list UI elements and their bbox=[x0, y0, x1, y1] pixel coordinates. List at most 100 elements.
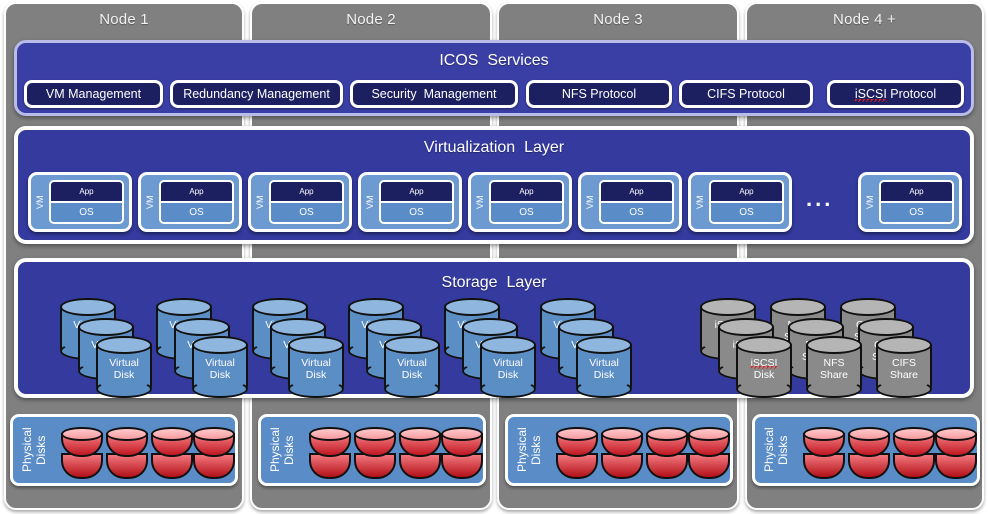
physical-disks-group-2: Physical Disks bbox=[258, 414, 486, 486]
virtualization-layer-title: Virtualization Layer bbox=[423, 139, 565, 156]
service-security-management[interactable]: Security Management bbox=[350, 80, 518, 108]
service-nfs-protocol[interactable]: NFS Protocol bbox=[526, 80, 672, 108]
vm-tag-label: VM bbox=[585, 195, 595, 209]
virtual-disk[interactable]: Virtual Disk bbox=[576, 336, 632, 398]
physical-disks-label: Physical Disks bbox=[762, 427, 790, 473]
cylinder-bottom bbox=[192, 380, 248, 398]
cylinder-top bbox=[270, 318, 326, 336]
cylinder-top bbox=[770, 298, 826, 316]
cylinder-top bbox=[576, 336, 632, 354]
node-label: Node 4 + bbox=[833, 11, 896, 28]
vm-box[interactable]: VM App OS bbox=[858, 172, 962, 232]
disk-top bbox=[61, 427, 103, 441]
vm-box[interactable]: VM App OS bbox=[248, 172, 352, 232]
service-vm-management[interactable]: VM Management bbox=[24, 80, 163, 108]
disk-top bbox=[601, 427, 643, 441]
cylinder-top bbox=[718, 318, 774, 336]
physical-disk[interactable] bbox=[935, 427, 977, 479]
disk-top bbox=[193, 427, 235, 441]
cylinder-bottom bbox=[96, 380, 152, 398]
service-label: Redundancy Management bbox=[183, 87, 330, 101]
physical-disk[interactable] bbox=[688, 427, 730, 479]
cylinder-top bbox=[174, 318, 230, 336]
physical-disk[interactable] bbox=[61, 427, 103, 479]
cylinder-top bbox=[366, 318, 422, 336]
virtual-disk[interactable]: Virtual Disk bbox=[480, 336, 536, 398]
disk-top bbox=[556, 427, 598, 441]
vm-app-label: App bbox=[161, 182, 232, 203]
physical-disk[interactable] bbox=[848, 427, 890, 479]
disk-top bbox=[151, 427, 193, 441]
disk-segment bbox=[61, 453, 103, 479]
vm-os-label: OS bbox=[381, 203, 452, 222]
vm-box[interactable]: VM App OS bbox=[468, 172, 572, 232]
disk-top bbox=[935, 427, 977, 441]
vm-box[interactable]: VM App OS bbox=[138, 172, 242, 232]
cifs-share-disk[interactable]: CIFS Share bbox=[876, 336, 932, 398]
vm-inner: App OS bbox=[49, 180, 124, 224]
physical-disks-group-4: Physical Disks bbox=[752, 414, 980, 486]
vm-app-label: App bbox=[491, 182, 562, 203]
disk-segment bbox=[803, 453, 845, 479]
physical-disk[interactable] bbox=[151, 427, 193, 479]
cylinder-top bbox=[192, 336, 248, 354]
disk-top bbox=[399, 427, 441, 441]
cylinder-top bbox=[288, 336, 344, 354]
physical-disk[interactable] bbox=[354, 427, 396, 479]
physical-disk[interactable] bbox=[441, 427, 483, 479]
physical-disk[interactable] bbox=[893, 427, 935, 479]
physical-disks-label: Physical Disks bbox=[268, 427, 296, 473]
vm-os-label: OS bbox=[881, 203, 952, 222]
service-cifs-protocol[interactable]: CIFS Protocol bbox=[679, 80, 813, 108]
cylinder-top bbox=[348, 298, 404, 316]
physical-disk[interactable] bbox=[803, 427, 845, 479]
service-label: CIFS Protocol bbox=[707, 87, 785, 101]
disk-segment bbox=[556, 453, 598, 479]
virtual-disk[interactable]: Virtual Disk bbox=[288, 336, 344, 398]
vm-inner: App OS bbox=[269, 180, 344, 224]
physical-disk[interactable] bbox=[646, 427, 688, 479]
disk-top bbox=[688, 427, 730, 441]
cylinder-top bbox=[252, 298, 308, 316]
disk-segment bbox=[601, 453, 643, 479]
vm-inner: App OS bbox=[159, 180, 234, 224]
physical-disk[interactable] bbox=[193, 427, 235, 479]
vm-os-label: OS bbox=[271, 203, 342, 222]
vm-tag-label: VM bbox=[475, 195, 485, 209]
disk-segment bbox=[106, 453, 148, 479]
physical-disk[interactable] bbox=[309, 427, 351, 479]
vm-box[interactable]: VM App OS bbox=[688, 172, 792, 232]
virtual-disk[interactable]: Virtual Disk bbox=[96, 336, 152, 398]
vm-app-label: App bbox=[381, 182, 452, 203]
cylinder-top bbox=[540, 298, 596, 316]
virtual-disk[interactable]: Virtual Disk bbox=[384, 336, 440, 398]
nfs-share-disk[interactable]: NFS Share bbox=[806, 336, 862, 398]
cylinder-top bbox=[700, 298, 756, 316]
disk-top bbox=[803, 427, 845, 441]
disk-top bbox=[106, 427, 148, 441]
storage-layer-title: Storage Layer bbox=[441, 274, 547, 291]
physical-disk[interactable] bbox=[106, 427, 148, 479]
virtual-disk[interactable]: Virtual Disk bbox=[192, 336, 248, 398]
physical-disks-group-1: Physical Disks bbox=[10, 414, 238, 486]
vm-box[interactable]: VM App OS bbox=[28, 172, 132, 232]
service-iscsi-protocol[interactable]: iSCSI Protocol bbox=[827, 80, 964, 108]
cylinder-top bbox=[736, 336, 792, 354]
physical-disk[interactable] bbox=[556, 427, 598, 479]
service-redundancy-management[interactable]: Redundancy Management bbox=[170, 80, 343, 108]
node-label: Node 1 bbox=[99, 11, 149, 28]
vm-box[interactable]: VM App OS bbox=[578, 172, 682, 232]
cylinder-top bbox=[156, 298, 212, 316]
physical-disks-label: Physical Disks bbox=[20, 427, 48, 473]
cylinder-top bbox=[876, 336, 932, 354]
node-label: Node 2 bbox=[346, 11, 396, 28]
physical-disk[interactable] bbox=[399, 427, 441, 479]
physical-disks-label: Physical Disks bbox=[515, 427, 543, 473]
vm-os-label: OS bbox=[51, 203, 122, 222]
vm-tag-label: VM bbox=[255, 195, 265, 209]
vm-box[interactable]: VM App OS bbox=[358, 172, 462, 232]
node-label: Node 3 bbox=[593, 11, 643, 28]
physical-disk[interactable] bbox=[601, 427, 643, 479]
